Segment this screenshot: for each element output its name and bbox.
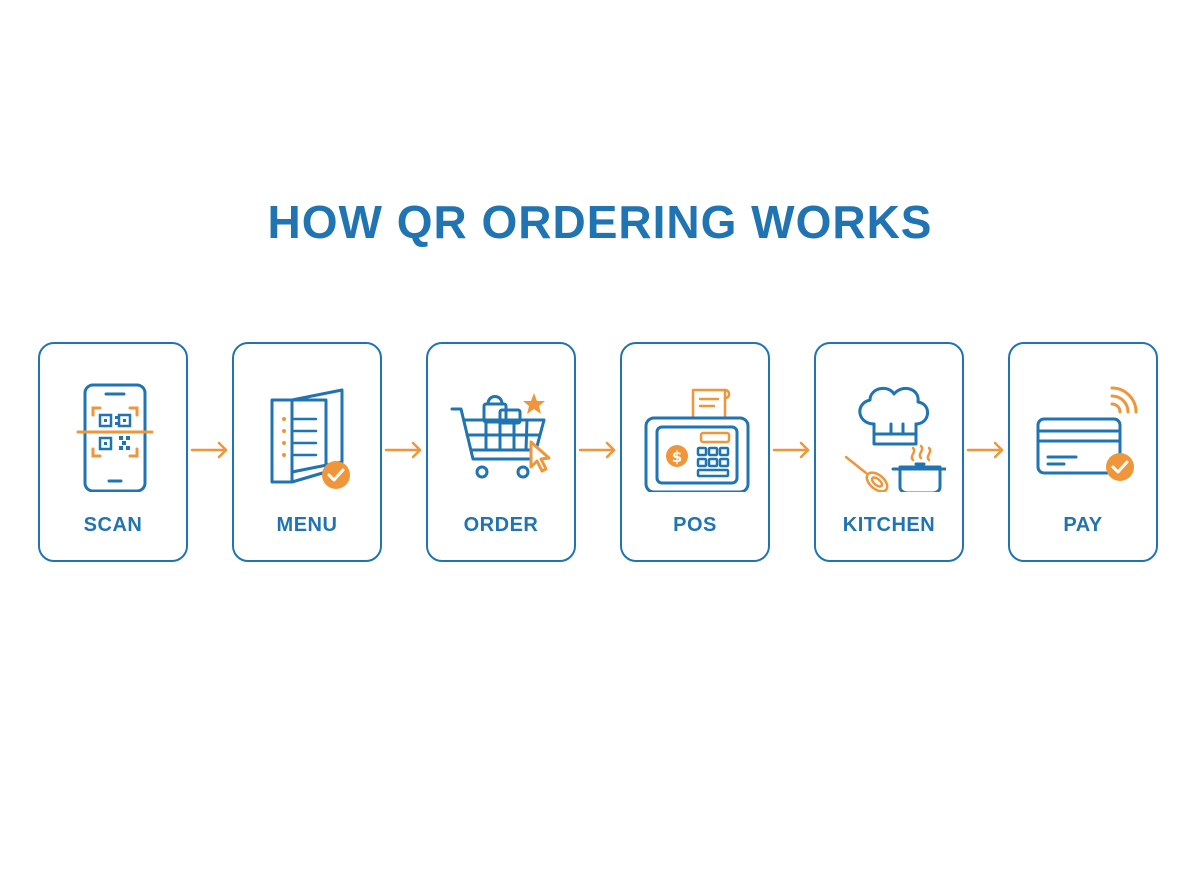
step-pay: PAY — [1008, 342, 1158, 562]
contactless-card-icon — [1036, 386, 1138, 481]
step-order: ORDER — [426, 342, 576, 562]
arrow-right-icon — [578, 441, 616, 459]
step-label: KITCHEN — [842, 514, 936, 536]
arrow-right-icon — [772, 441, 810, 459]
menu-book-icon — [270, 388, 350, 489]
step-label: SCAN — [83, 514, 143, 536]
step-label: PAY — [1063, 514, 1103, 536]
arrow-right-icon — [966, 441, 1004, 459]
arrow-right-icon — [190, 441, 228, 459]
step-scan: SCAN — [38, 342, 188, 562]
pos-terminal-icon: $ — [644, 388, 750, 492]
step-label: MENU — [276, 514, 338, 536]
arrow-right-icon — [384, 441, 422, 459]
process-flow: SCAN — [38, 342, 1162, 566]
step-menu: MENU — [232, 342, 382, 562]
chef-kitchen-icon — [844, 386, 946, 492]
shopping-cart-icon — [450, 393, 551, 479]
step-label: ORDER — [463, 514, 539, 536]
step-pos: $ POS — [620, 342, 770, 562]
svg-text:$: $ — [672, 448, 682, 466]
step-kitchen: KITCHEN — [814, 342, 964, 562]
step-label: POS — [673, 514, 717, 536]
qr-phone-icon — [76, 383, 154, 492]
page-title: HOW QR ORDERING WORKS — [267, 196, 933, 248]
